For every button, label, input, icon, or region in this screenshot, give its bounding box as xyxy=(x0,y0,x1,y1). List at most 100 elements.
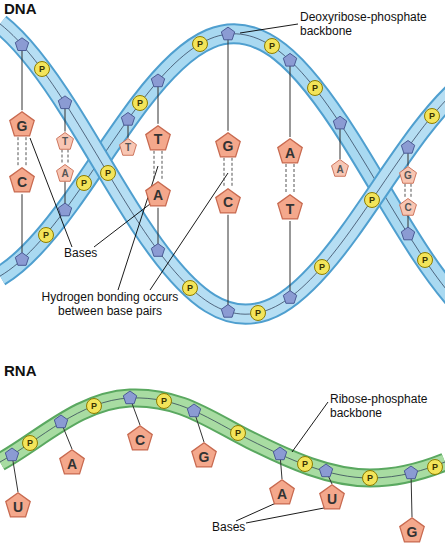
sugar-pentagon xyxy=(401,227,414,240)
phosphate-label: P xyxy=(183,281,197,295)
phosphate-label: P xyxy=(157,394,171,408)
sugar-pentagon xyxy=(151,74,164,87)
phosphate-circle: P xyxy=(230,425,246,441)
base-pentagon: G xyxy=(399,166,417,184)
callout-label: Ribose-phosphate backbone xyxy=(330,392,442,420)
base-letter: C xyxy=(399,198,417,216)
base-stem xyxy=(290,60,291,137)
base-pentagon: T xyxy=(145,125,171,151)
phosphate-circle: P xyxy=(424,108,440,124)
sugar-pentagon xyxy=(58,203,71,216)
dna-backbone-ribbon xyxy=(0,24,445,314)
hydrogen-bond-dash xyxy=(62,150,63,164)
base-pentagon: A xyxy=(59,449,85,475)
sugar-pentagon xyxy=(283,291,296,304)
sugar-pentagon xyxy=(401,141,414,154)
sugar-pentagon xyxy=(319,464,332,477)
phosphate-circle: P xyxy=(417,252,433,268)
phosphate-circle: P xyxy=(307,80,323,96)
phosphate-label: P xyxy=(39,228,53,242)
base-pentagon: U xyxy=(319,484,345,510)
hydrogen-bond-dash xyxy=(68,150,69,164)
leader-line xyxy=(118,166,158,290)
phosphate-label: P xyxy=(231,426,245,440)
phosphate-circle: P xyxy=(76,175,92,191)
leader-line xyxy=(292,402,328,452)
phosphate-circle: P xyxy=(86,398,102,414)
base-pentagon: A xyxy=(56,164,74,182)
phosphate-circle: P xyxy=(314,259,330,275)
pentagon-shape xyxy=(332,160,349,177)
phosphate-label: P xyxy=(87,399,101,413)
hydrogen-bond-dash xyxy=(286,164,287,194)
phosphate-circle: P xyxy=(192,36,208,52)
phosphate-label: P xyxy=(315,260,329,274)
phosphate-circle: P xyxy=(362,470,378,486)
sugar-pentagon xyxy=(151,244,164,257)
base-letter: U xyxy=(319,484,345,510)
base-pentagon: T xyxy=(56,132,74,150)
base-pentagon: C xyxy=(127,425,153,451)
sugar-pentagon xyxy=(333,116,346,129)
phosphate-label: P xyxy=(298,457,312,471)
base-letter: C xyxy=(9,167,35,193)
base-letter: U xyxy=(5,492,31,518)
sugar-pentagon xyxy=(5,448,18,461)
callout-label: Bases xyxy=(64,246,97,260)
hydrogen-bond-dash xyxy=(162,151,163,181)
base-pentagon: G xyxy=(191,442,217,468)
sugar-pentagon xyxy=(58,96,71,109)
base-pentagon: A xyxy=(269,479,295,505)
base-stem xyxy=(22,194,23,259)
phosphate-circle: P xyxy=(38,227,54,243)
phosphate-label: P xyxy=(193,37,207,51)
phosphate-label: P xyxy=(133,96,147,110)
leader-line xyxy=(94,204,150,247)
base-pentagon: C xyxy=(9,167,35,193)
sugar-pentagon xyxy=(283,53,296,66)
base-letter: A xyxy=(145,181,171,207)
base-pentagon: T xyxy=(119,138,137,156)
section-heading: DNA xyxy=(4,0,37,17)
base-letter: A xyxy=(59,449,85,475)
sugar-pentagon xyxy=(221,27,234,40)
hydrogen-bond-dash xyxy=(26,137,27,167)
phosphate-circle: P xyxy=(297,456,313,472)
base-stem xyxy=(22,45,23,110)
base-letter: G xyxy=(399,166,417,184)
sugar-pentagon xyxy=(187,404,200,417)
phosphate-circle: P xyxy=(250,305,266,321)
sugar-pentagon xyxy=(15,38,28,51)
phosphate-label: P xyxy=(77,176,91,190)
sugar-pentagon xyxy=(15,253,28,266)
base-letter: A xyxy=(277,138,303,164)
hydrogen-bond xyxy=(224,158,232,188)
sugar-pentagon xyxy=(273,447,286,460)
base-pentagon: U xyxy=(5,492,31,518)
base-pentagon: G xyxy=(215,132,241,158)
base-letter: A xyxy=(56,164,74,182)
sugar-pentagon xyxy=(404,466,417,479)
phosphate-circle: P xyxy=(427,459,443,475)
phosphate-label: P xyxy=(251,306,265,320)
callout-label: Deoxyribose-phosphate backbone xyxy=(300,10,440,38)
phosphate-label: P xyxy=(365,193,379,207)
section-heading: RNA xyxy=(4,362,37,379)
sugar-pentagon xyxy=(123,391,136,404)
base-letter: T xyxy=(145,125,171,151)
base-pentagon: T xyxy=(277,194,303,220)
base-letter: C xyxy=(215,188,241,214)
phosphate-circle: P xyxy=(100,165,116,181)
phosphate-circle: P xyxy=(22,435,38,451)
leader-lines xyxy=(30,24,328,523)
leader-line xyxy=(30,138,72,247)
hydrogen-bond xyxy=(286,164,294,194)
callout-label: Bases xyxy=(212,520,245,534)
leader-line xyxy=(246,508,324,523)
phosphate-circle: P xyxy=(156,393,172,409)
base-letter: G xyxy=(9,111,35,137)
base-stem xyxy=(290,221,291,298)
phosphate-circle: P xyxy=(182,280,198,296)
pentagon-shape xyxy=(120,138,137,155)
base-stem xyxy=(228,215,229,312)
